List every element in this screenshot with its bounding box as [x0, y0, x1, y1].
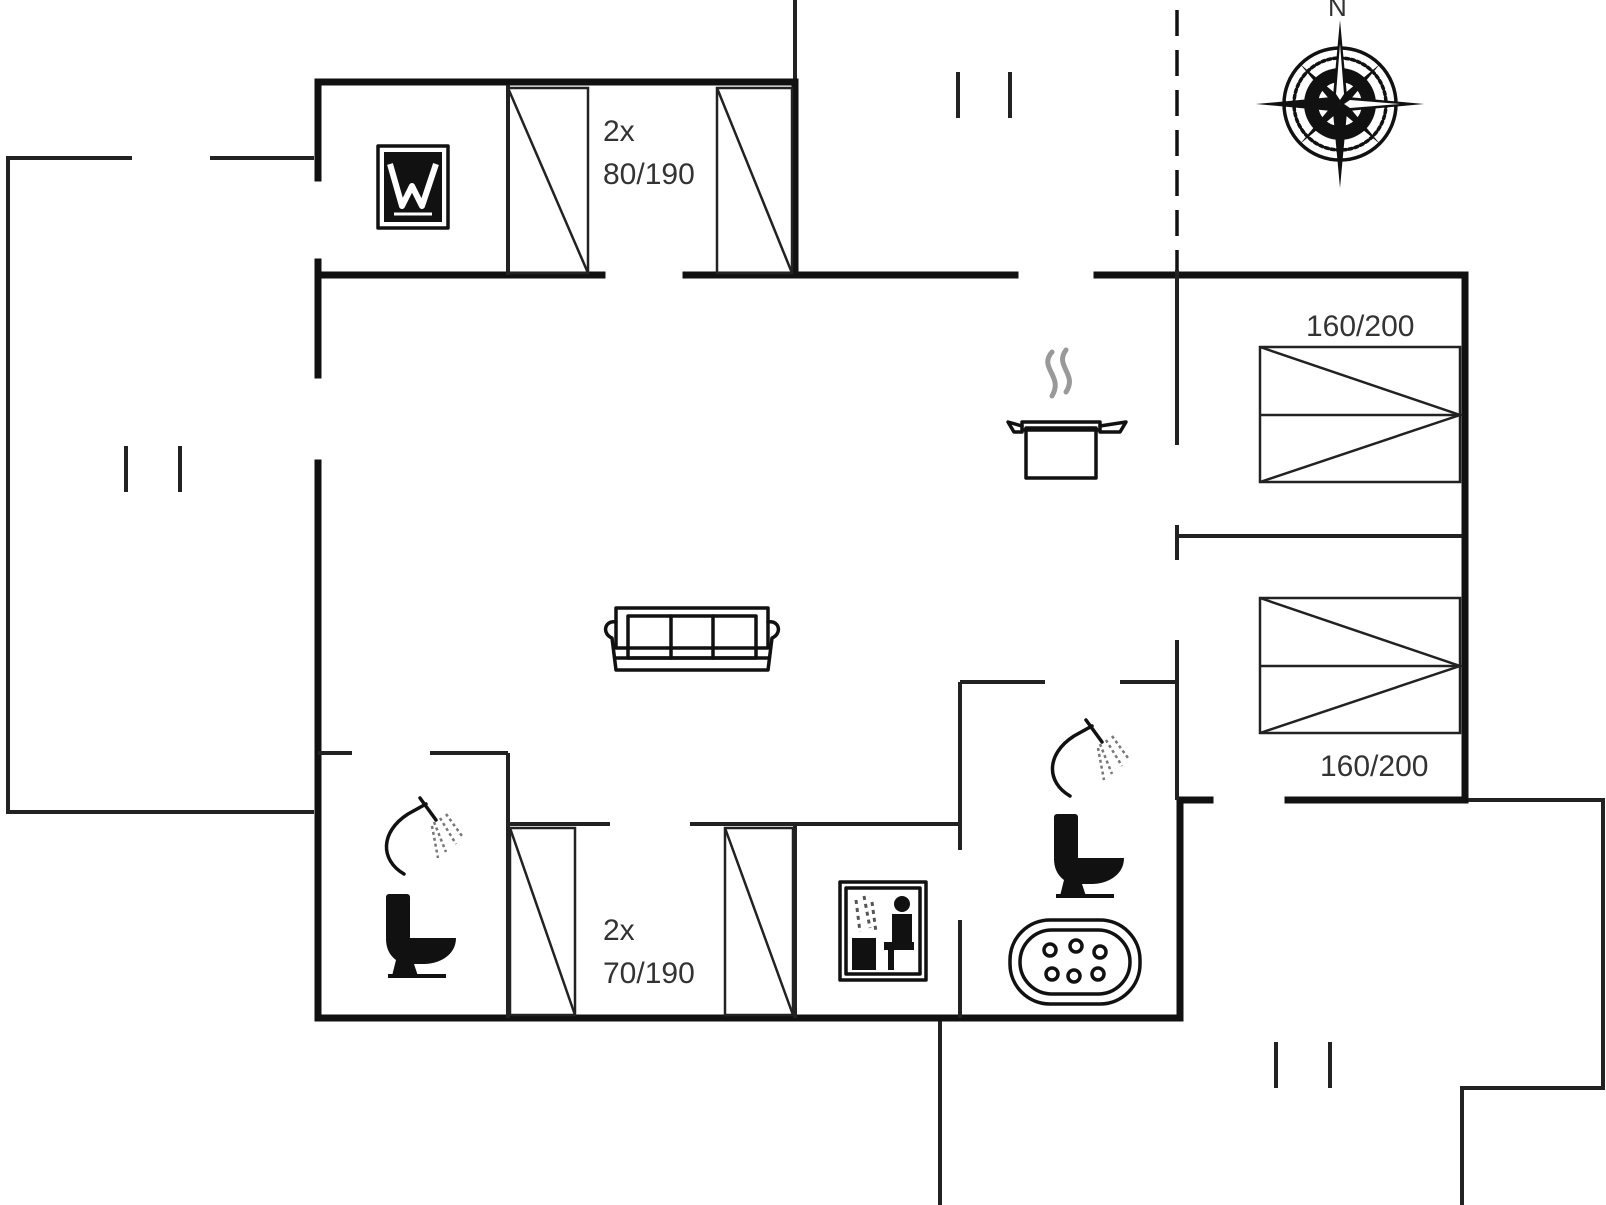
walls	[314, 78, 1469, 1022]
spa-icon	[1008, 918, 1142, 1006]
bed-size-top: 80/190	[603, 158, 695, 191]
shower-icon	[384, 796, 464, 876]
double-bed-right-bottom: 160/200	[1258, 596, 1464, 783]
sauna-icon	[376, 144, 450, 230]
double-bed-right-top: 160/200	[1258, 310, 1464, 484]
toilet-icon	[386, 894, 456, 978]
terrace-outlines	[6, 0, 1605, 1205]
terrace-mark-icon	[124, 72, 1332, 1088]
bed-count-top: 2x	[603, 115, 635, 148]
washing-machine-icon	[838, 880, 928, 982]
bed-size-bottom: 70/190	[603, 957, 695, 990]
bunk-bed-top: 2x 80/190	[506, 86, 794, 275]
bunk-bed-bottom: 2x 70/190	[508, 826, 795, 1017]
bed-size-right-top: 160/200	[1306, 310, 1414, 343]
bed-size-right-bottom: 160/200	[1320, 750, 1428, 783]
shower-icon-right	[1050, 718, 1130, 798]
compass-north-label: N	[1328, 0, 1347, 22]
compass-icon: N	[1256, 0, 1424, 188]
toilet-icon-right	[1054, 814, 1124, 898]
pot-icon	[1006, 347, 1128, 480]
sofa-icon	[603, 606, 781, 672]
bed-count-bottom: 2x	[603, 914, 635, 947]
